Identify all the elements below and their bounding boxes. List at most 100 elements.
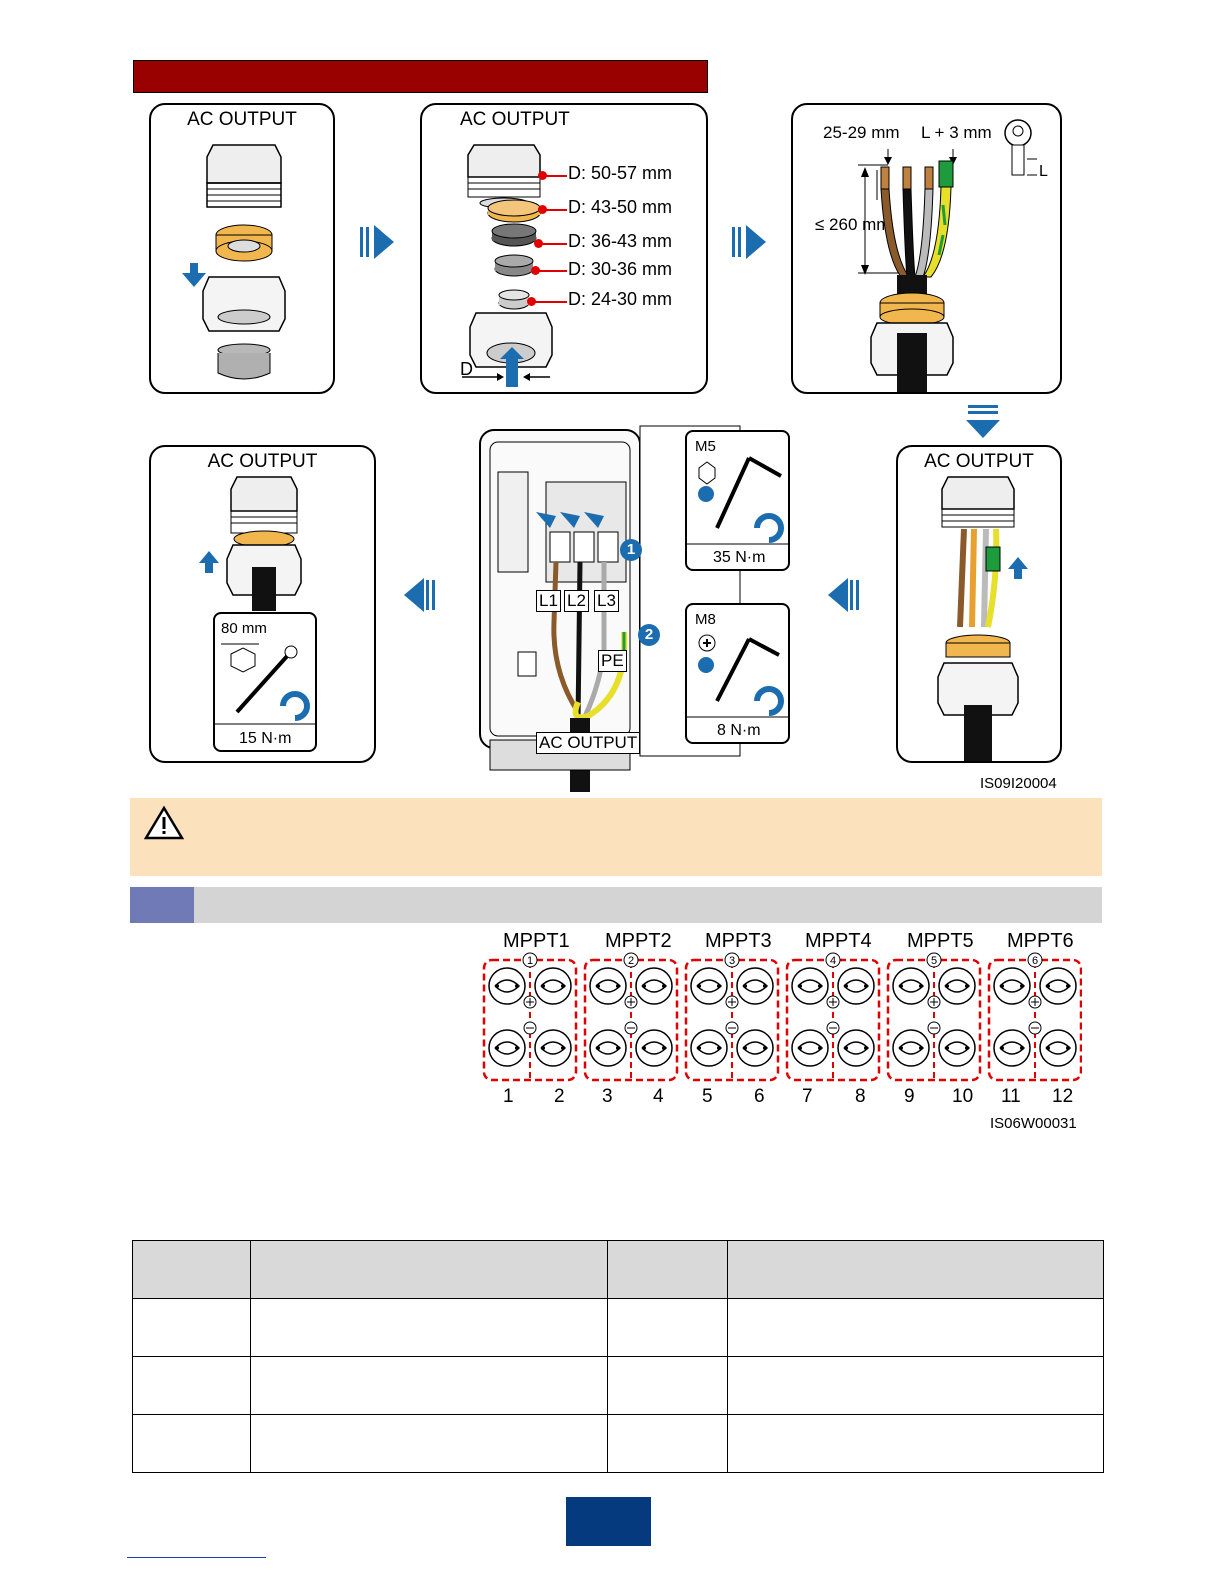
- pv-connector-icon: [892, 1029, 930, 1067]
- cable-strip-illustration: [858, 119, 1037, 392]
- table-cell: [607, 1356, 728, 1415]
- terminal-length-label: L: [1039, 163, 1048, 180]
- pv-connector-icon: [1039, 1029, 1077, 1067]
- mppt-number-badge: [522, 952, 538, 968]
- pin-number: 8: [855, 1086, 866, 1107]
- pv-connector-pin: [697, 1046, 701, 1050]
- page-number-box: [566, 1497, 651, 1546]
- pv-connector-icon: [993, 1029, 1031, 1067]
- pv-connector-icon: [635, 1029, 673, 1067]
- terminal-label-l3: L3: [594, 590, 619, 612]
- mppt-number-badge: [1027, 952, 1043, 968]
- leader-dot: [534, 239, 543, 248]
- leader-dot: [538, 171, 547, 180]
- figure-id: IS09I20004: [980, 775, 1057, 792]
- pv-connector-pin: [596, 984, 600, 988]
- pv-connector-pin: [798, 1046, 802, 1050]
- pv-connector-icon: [690, 1029, 728, 1067]
- step-arrow-icon: [850, 580, 862, 610]
- pv-connector-pin: [561, 984, 565, 988]
- table-cell: [727, 1240, 1104, 1299]
- step-arrow-icon: [426, 580, 438, 610]
- table-row: [132, 1298, 1104, 1357]
- callout-2: 2: [638, 624, 660, 646]
- pv-connector-pin: [945, 1046, 949, 1050]
- table-cell: [250, 1298, 608, 1357]
- mppt-number-badge: [724, 952, 740, 968]
- mppt-number: 1: [527, 955, 533, 967]
- pv-connector-icon: [736, 967, 774, 1005]
- pin-number: 5: [702, 1086, 713, 1107]
- diameter-range-label: D: 30-36 mm: [568, 259, 673, 279]
- section-bar: [130, 887, 1102, 923]
- mppt-label: MPPT6: [1007, 930, 1074, 952]
- pv-connector-pin: [798, 984, 802, 988]
- terminal-label-pe: PE: [598, 650, 627, 672]
- rotate-clockwise-icon: [754, 686, 784, 716]
- torque-box: 80 mm 15 N·m: [213, 612, 317, 752]
- pv-connector-icon: [635, 967, 673, 1005]
- torque-value: 35 N·m: [713, 549, 766, 566]
- pin-number: 4: [653, 1086, 664, 1107]
- leader-dot: [531, 266, 540, 275]
- table-cell: [607, 1414, 728, 1473]
- pv-connector-pin: [717, 1046, 721, 1050]
- diameter-range-label: D: 24-30 mm: [568, 289, 673, 309]
- wrench-illustration: [215, 643, 315, 725]
- pv-connector-pin: [596, 1046, 600, 1050]
- pv-connector-pin: [561, 1046, 565, 1050]
- pv-connector-icon: [488, 967, 526, 1005]
- pv-connector-pin: [743, 1046, 747, 1050]
- pin-number: 11: [1001, 1086, 1021, 1107]
- pv-connector-icon: [1039, 967, 1077, 1005]
- terminal-label-l1: L1: [536, 590, 561, 612]
- rotate-clockwise-icon: [754, 513, 784, 543]
- table-cell: [132, 1298, 251, 1357]
- pin-number: 6: [754, 1086, 765, 1107]
- pv-connector-pin: [919, 984, 923, 988]
- leader-line: [529, 301, 567, 303]
- torque-value: 15 N·m: [239, 730, 292, 747]
- leader-line: [533, 270, 567, 272]
- table-cell: [250, 1240, 608, 1299]
- mppt-number: 3: [729, 955, 735, 967]
- pv-connector-pin: [945, 984, 949, 988]
- diameter-range-label: D: 43-50 mm: [568, 197, 673, 217]
- pv-connector-icon: [589, 1029, 627, 1067]
- pv-connector-pin: [697, 984, 701, 988]
- pv-connector-pin: [515, 1046, 519, 1050]
- table-cell: [607, 1298, 728, 1357]
- pv-connector-icon: [534, 1029, 572, 1067]
- mppt-number: 2: [628, 955, 634, 967]
- pv-connector-pin: [662, 1046, 666, 1050]
- pv-connector-pin: [717, 984, 721, 988]
- tighten-gland-illustration: [199, 476, 302, 611]
- pv-connector-pin: [844, 984, 848, 988]
- socket-wrench-illustration: [687, 634, 788, 718]
- callout-1: 1: [620, 539, 642, 561]
- positive-sign: [728, 998, 736, 1006]
- hex-nut-icon: [230, 647, 256, 673]
- table-cell: [607, 1240, 728, 1299]
- panel-title: AC OUTPUT: [187, 109, 297, 130]
- mppt-label: MPPT4: [805, 930, 872, 952]
- pv-connector-pin: [1046, 984, 1050, 988]
- pv-connector-pin: [844, 1046, 848, 1050]
- pin-number: 10: [952, 1086, 974, 1107]
- diameter-range-label: D: 50-57 mm: [568, 163, 673, 183]
- diameter-symbol-label: D: [460, 359, 473, 379]
- step-arrow-icon: [732, 227, 744, 257]
- table-row: [132, 1414, 1104, 1473]
- positive-sign: [930, 998, 938, 1006]
- figure-id: IS06W00031: [990, 1115, 1077, 1132]
- pv-connector-icon: [488, 1029, 526, 1067]
- table-cell: [250, 1356, 608, 1415]
- step-arrow-icon: [966, 420, 1000, 438]
- nut-width-label: 80 mm: [221, 620, 267, 637]
- pv-connector-icon: [791, 1029, 829, 1067]
- table-cell: [132, 1414, 251, 1473]
- hex-nut-icon: [698, 461, 716, 485]
- strip-length-label: 25-29 mm: [823, 123, 900, 142]
- pv-connector-pin: [642, 984, 646, 988]
- table-row: [132, 1356, 1104, 1415]
